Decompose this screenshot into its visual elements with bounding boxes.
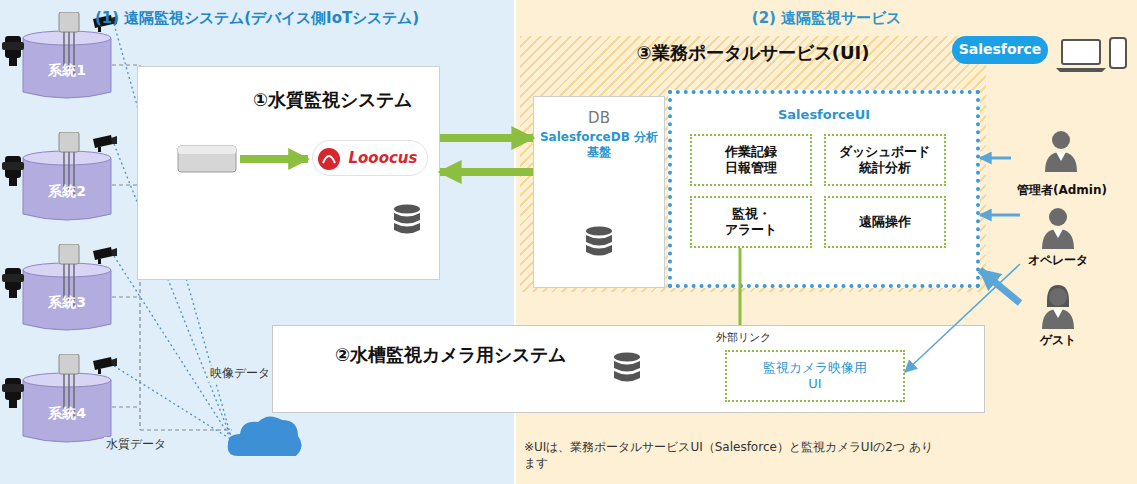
node-text: 管理者(Admin) xyxy=(1017,183,1107,198)
person-shape xyxy=(1011,128,1111,174)
ui-box: 監視カメラ映像用 UI xyxy=(725,350,905,402)
node-text: DB xyxy=(588,109,610,128)
user-icon: 管理者(Admin) xyxy=(1011,128,1113,198)
brand-badge: Salesforce xyxy=(952,36,1048,64)
function-box: ダッシュボード 統計分析 xyxy=(824,134,946,186)
node-text: ダッシュボード 統計分析 xyxy=(836,144,935,177)
node-text: SalesforceDB 分析基盤 xyxy=(534,130,664,160)
tank: 系統2 xyxy=(22,150,112,222)
ui-box: SalesforceUI 作業記録 日報管理 ダッシュボード 統計分析監視・ アラー… xyxy=(668,90,980,288)
node-text: オペレータ xyxy=(1028,253,1088,268)
link-line xyxy=(739,248,742,325)
note-label: ※UIは、業務ポータルサービスUI（Salesforce）と監視カメラUIの2つ… xyxy=(524,440,944,471)
access-arrow xyxy=(980,157,1011,160)
tank: 系統3 xyxy=(22,262,112,332)
person-shape xyxy=(1020,205,1096,251)
db-box: DB SalesforceDB 分析基盤 xyxy=(533,96,665,288)
node-text: 系統1 xyxy=(48,62,86,80)
node-text: 監視・ アラート xyxy=(724,206,779,239)
data-arrow xyxy=(440,134,533,142)
tank: 系統4 xyxy=(22,372,112,444)
node-text: (1) 遠隔監視システム(デバイス側IoTシステム) xyxy=(95,9,419,28)
node-text: 作業記録 日報管理 xyxy=(724,144,779,177)
node-text: 系統2 xyxy=(48,183,86,201)
user-icon: オペレータ xyxy=(1020,205,1096,268)
function-box: 遠隔操作 xyxy=(824,196,946,248)
note-label: 映像データ xyxy=(208,366,272,382)
system-box: ①水質監視システム Looocus xyxy=(137,66,440,280)
system-box: ②水槽監視カメラ用システム監視カメラ映像用 UI xyxy=(272,325,985,413)
user-icon: ゲスト xyxy=(1020,285,1096,348)
node-text: 系統3 xyxy=(48,294,86,312)
access-arrow xyxy=(980,214,1020,217)
node-text: SalesforceUI xyxy=(778,107,870,123)
node-text: ①水質監視システム xyxy=(253,89,412,112)
service-box: ③業務ポータルサービス(UI)DBSalesforceDB 分析基盤Salesf… xyxy=(520,36,986,292)
note-label: 水質データ xyxy=(104,437,168,453)
node-text: 監視カメラ映像用 UI xyxy=(760,360,871,393)
logo-badge: Looocus xyxy=(312,140,428,176)
node-text: ②水槽監視カメラ用システム xyxy=(335,344,566,367)
access-arrow xyxy=(980,270,1020,303)
node-text: 系統4 xyxy=(48,405,86,423)
node-text: ③業務ポータルサービス(UI) xyxy=(636,42,869,65)
node-text: ゲスト xyxy=(1040,333,1076,348)
function-box: 監視・ アラート xyxy=(690,196,812,248)
tank: 系統1 xyxy=(22,30,112,100)
node-text: (2) 遠隔監視サービス xyxy=(752,9,901,28)
node-text: 遠隔操作 xyxy=(859,214,911,230)
data-arrow xyxy=(440,168,533,176)
node-text: Salesforce xyxy=(959,41,1042,59)
function-box: 作業記録 日報管理 xyxy=(690,134,812,186)
person2-shape xyxy=(1020,285,1096,331)
note-label: 外部リンク xyxy=(716,331,771,345)
access-arrow xyxy=(905,264,1020,372)
node-text: Looocus xyxy=(349,149,418,168)
